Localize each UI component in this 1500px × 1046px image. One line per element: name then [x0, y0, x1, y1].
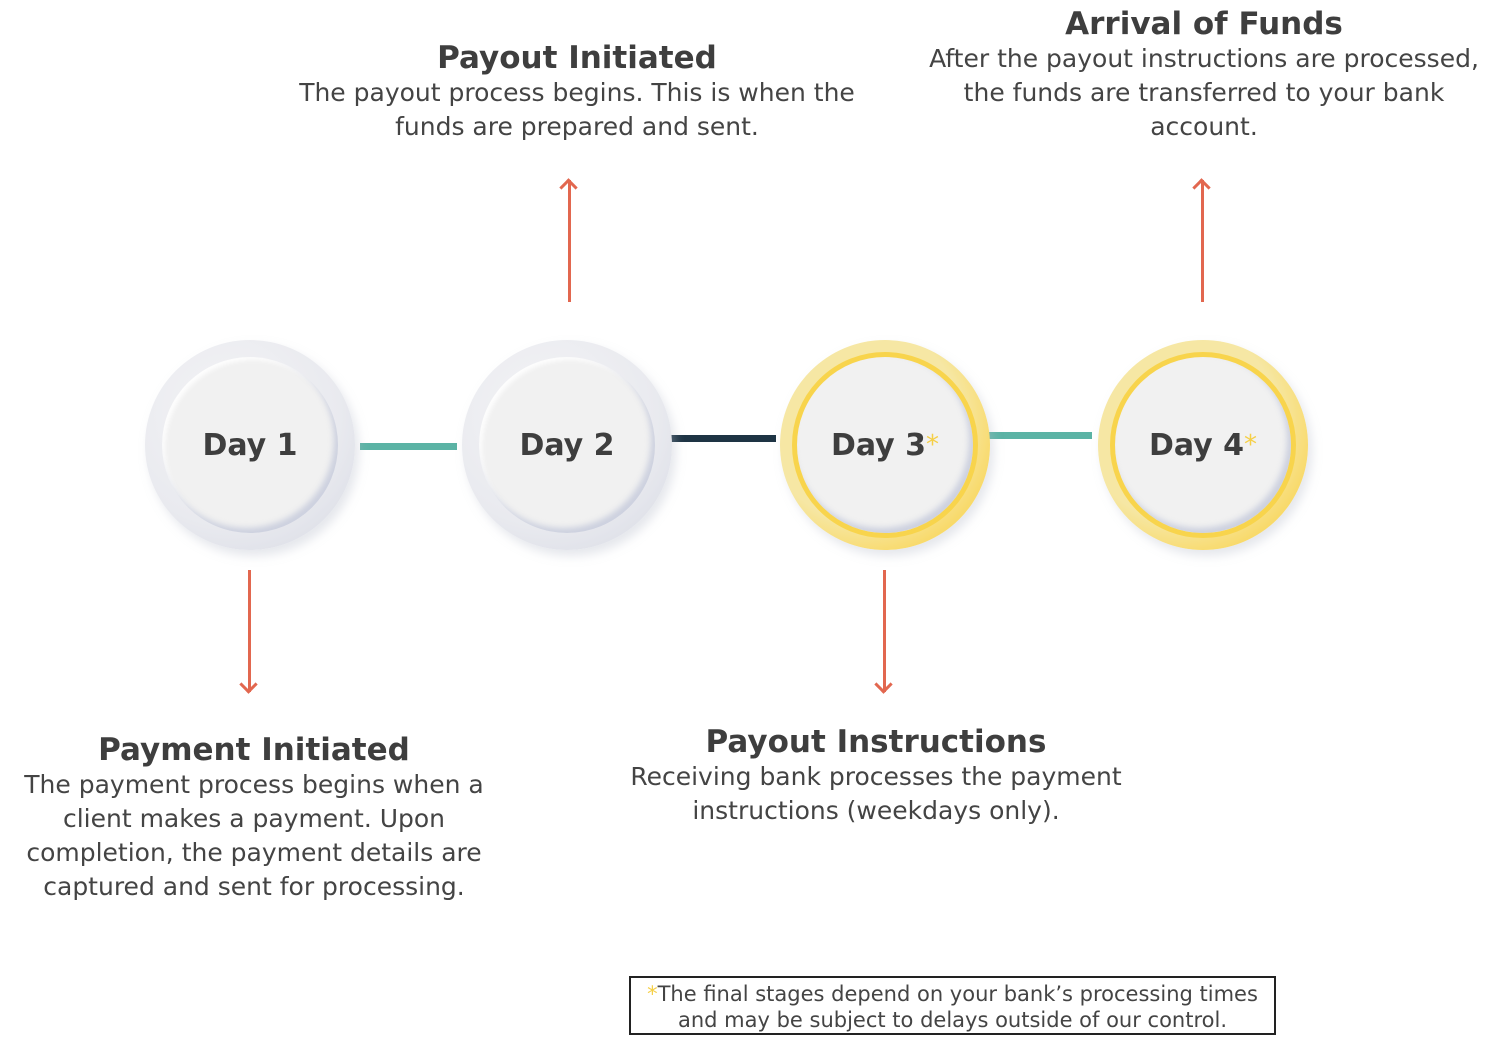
payment-initiated-block: Payment Initiated The payment process be…	[24, 732, 483, 904]
step-text: After the payout instructions are proces…	[929, 44, 1479, 73]
day-1-node: Day 1	[145, 340, 355, 550]
step-text: funds are prepared and sent.	[395, 112, 759, 141]
step-title: Payout Instructions	[705, 724, 1047, 760]
step-text: The payout process begins. This is when …	[299, 78, 855, 107]
step-text: account.	[1150, 112, 1258, 141]
step-title: Payment Initiated	[98, 732, 410, 768]
step-text: captured and sent for processing.	[43, 872, 465, 901]
day-1-label: Day 1	[202, 427, 298, 463]
day-2-node: Day 2	[462, 340, 672, 550]
asterisk-icon: *	[1244, 430, 1258, 460]
arrival-of-funds-block: Arrival of Funds After the payout instru…	[929, 6, 1479, 144]
connector-day1-day2	[360, 443, 457, 450]
arrow-down-icon	[248, 570, 251, 692]
day-3-node: Day 3*	[780, 340, 990, 550]
step-text: completion, the payment details are	[26, 838, 482, 867]
connector-day3-day4	[988, 432, 1092, 439]
asterisk-icon: *	[926, 430, 940, 460]
footnote-text: The final stages depend on your bank’s p…	[657, 982, 1258, 1006]
payout-instructions-block: Payout Instructions Receiving bank proce…	[630, 724, 1121, 828]
day-4-label: Day 4	[1148, 427, 1245, 463]
step-text: instructions (weekdays only).	[692, 796, 1060, 825]
footnote-box: *The final stages depend on your bank’s …	[629, 976, 1276, 1035]
arrow-up-icon	[568, 180, 571, 302]
day-3-label: Day 3	[830, 427, 927, 463]
step-title: Arrival of Funds	[1065, 6, 1343, 42]
step-title: Payout Initiated	[437, 40, 717, 76]
step-text: the funds are transferred to your bank	[963, 78, 1445, 107]
connector-day2-day3	[671, 435, 776, 442]
step-text: The payment process begins when a	[24, 770, 484, 799]
step-text: client makes a payment. Upon	[62, 804, 446, 833]
asterisk-icon: *	[647, 982, 658, 1006]
arrow-up-icon	[1201, 180, 1204, 302]
day-2-label: Day 2	[519, 427, 615, 463]
step-text: Receiving bank processes the payment	[630, 762, 1122, 791]
footnote-text: and may be subject to delays outside of …	[677, 1008, 1228, 1032]
day-4-node: Day 4*	[1098, 340, 1308, 550]
arrow-down-icon	[883, 570, 886, 692]
payout-initiated-block: Payout Initiated The payout process begi…	[299, 40, 855, 144]
